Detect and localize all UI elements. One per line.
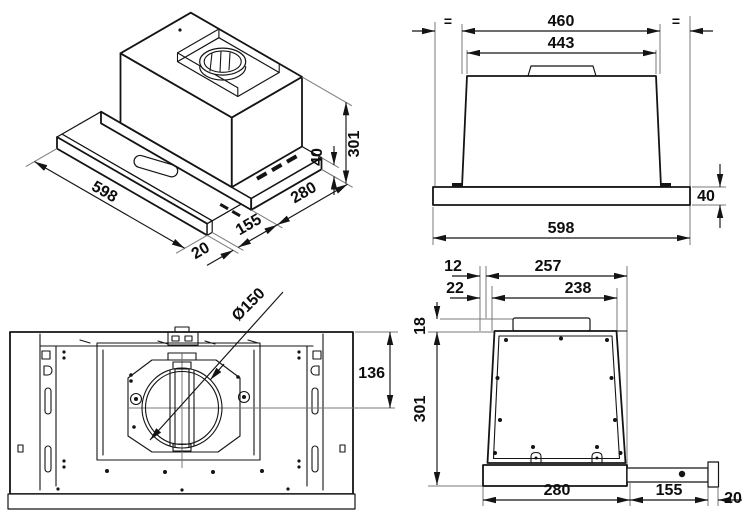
dim-label-257: 257 (535, 258, 562, 275)
dim-label-18: 18 (412, 317, 429, 335)
dim-label-40-front: 40 (697, 188, 715, 205)
dim-label-301-side: 301 (412, 396, 429, 423)
dim-label-12: 12 (444, 258, 462, 275)
front-panel-bottom (7, 493, 356, 510)
equal-spacing-left: = (444, 13, 452, 29)
isometric-view: 598 20 155 280 40 301 (25, 11, 363, 266)
dim-label-22: 22 (446, 280, 464, 297)
hood-body-side (486, 330, 627, 464)
mounting-rail-left (17, 333, 66, 491)
duct-collar-front (527, 65, 597, 77)
dim-label-20-iso: 20 (189, 239, 213, 263)
front-extension-lines (432, 16, 726, 245)
side-outline (482, 317, 720, 488)
filter-plate-outline (127, 359, 241, 453)
bottom-view: Ø150 136 (7, 285, 398, 510)
rivets (493, 336, 623, 455)
dim-label-238: 238 (565, 280, 592, 297)
bottom-screw-holes (56, 469, 290, 492)
base-plate-front (432, 186, 691, 206)
body-cutout-bottom (96, 342, 261, 461)
dim-label-598-front: 598 (548, 220, 575, 237)
dim-label-duct-diameter: Ø150 (229, 285, 269, 325)
bottom-dim-136: 136 (355, 331, 398, 408)
dim-label-40-iso: 40 (309, 148, 326, 166)
duct-opening (127, 352, 395, 468)
telescopic-rail (626, 467, 709, 483)
dim-label-20-side: 20 (724, 490, 742, 507)
front-view: 460 443 598 40 = = (412, 13, 726, 245)
duct-collar-3d (199, 47, 247, 81)
duct-collar-side (512, 317, 591, 332)
dim-label-460: 460 (548, 13, 575, 30)
dim-label-443: 443 (548, 35, 575, 52)
dim-label-280-side: 280 (544, 482, 571, 499)
iso-dim-depth-chain: 20 155 280 (189, 168, 353, 266)
side-dimensions: 12 257 22 238 18 301 280 155 20 (412, 258, 742, 507)
equal-spacing-right: = (672, 13, 680, 29)
iso-dim-heights: 40 301 (301, 76, 363, 195)
front-panel-side (707, 461, 720, 488)
hood-3d-outline (56, 11, 323, 237)
dim-label-155-side: 155 (656, 482, 683, 499)
hood-body-front (461, 75, 662, 188)
mounting-rail-right (297, 333, 346, 491)
front-dimensions: 460 443 598 40 = = (412, 13, 724, 242)
front-outline (432, 65, 691, 206)
dim-label-136: 136 (358, 365, 385, 382)
side-view: 12 257 22 238 18 301 280 155 20 (412, 258, 742, 507)
dim-label-301-iso: 301 (346, 131, 363, 158)
